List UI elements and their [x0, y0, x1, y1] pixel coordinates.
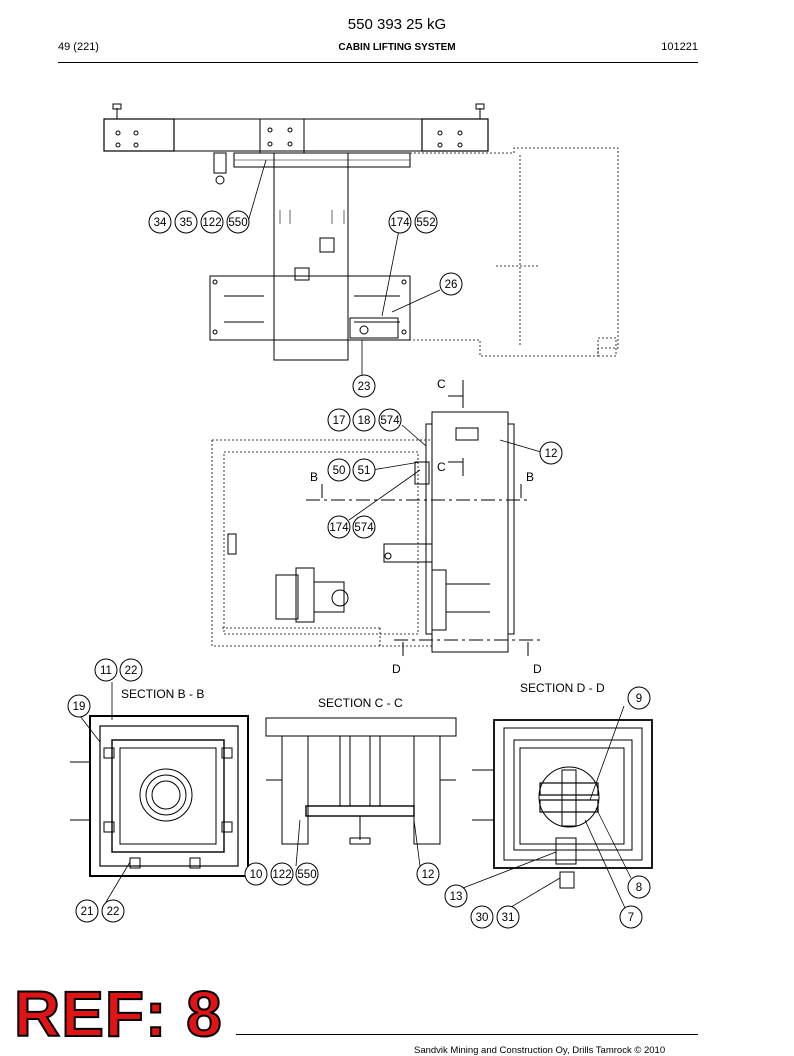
page-title: CABIN LIFTING SYSTEM — [338, 42, 456, 53]
top-view-assembly — [103, 103, 619, 361]
section-label-b-b: SECTION B - B — [121, 687, 204, 701]
callout-552: 552 — [416, 217, 435, 229]
callout-23: 23 — [358, 381, 371, 393]
callout-35: 35 — [180, 217, 193, 229]
page-number: 49 (221) — [58, 41, 99, 53]
callout-21: 21 — [81, 906, 94, 918]
section-mark-b-right: B — [526, 470, 534, 484]
callout-30: 30 — [476, 912, 489, 924]
footer-rule — [236, 1034, 698, 1035]
callout-574-b: 574 — [354, 522, 374, 534]
ref-label: REF: 8 — [13, 978, 223, 1050]
section-mark-c-bottom: C — [437, 460, 446, 474]
callout-8: 8 — [636, 882, 642, 894]
section-label-c-c: SECTION C - C — [318, 696, 403, 710]
leader-lines — [79, 159, 632, 911]
section-b-b-drawing — [70, 715, 249, 877]
callout-26: 26 — [445, 279, 458, 291]
callout-9: 9 — [636, 693, 642, 705]
callout-51: 51 — [358, 465, 371, 477]
header-rule — [58, 62, 698, 63]
callout-34: 34 — [154, 217, 167, 229]
side-view-assembly — [211, 380, 544, 656]
callout-18: 18 — [358, 415, 371, 427]
callout-10: 10 — [250, 869, 263, 881]
callout-12: 12 — [545, 448, 558, 460]
callout-22-b: 22 — [107, 906, 120, 918]
callout-174: 174 — [390, 217, 410, 229]
section-mark-d-left: D — [392, 662, 401, 676]
callout-7: 7 — [628, 912, 634, 924]
callout-122-b: 122 — [272, 869, 291, 881]
document-code: 101221 — [661, 41, 698, 53]
callout-174-b: 174 — [329, 522, 349, 534]
callout-122: 122 — [202, 217, 221, 229]
section-mark-c-top: C — [437, 377, 446, 391]
callout-11: 11 — [100, 665, 112, 677]
callout-550: 550 — [228, 217, 247, 229]
callout-31: 31 — [502, 912, 515, 924]
section-label-d-d: SECTION D - D — [520, 681, 605, 695]
footer-copyright: Sandvik Mining and Construction Oy, Dril… — [414, 1045, 666, 1056]
section-mark-b-left: B — [310, 470, 318, 484]
callout-13: 13 — [450, 891, 463, 903]
callout-50: 50 — [333, 465, 346, 477]
part-number: 550 393 25 kG — [347, 16, 447, 33]
section-c-c-drawing — [265, 717, 457, 845]
section-mark-d-right: D — [533, 662, 542, 676]
callout-12-b: 12 — [422, 869, 435, 881]
callout-22: 22 — [125, 665, 138, 677]
callout-19: 19 — [73, 701, 86, 713]
callout-550-b: 550 — [297, 869, 316, 881]
section-d-d-drawing — [472, 719, 653, 889]
callout-574: 574 — [380, 415, 400, 427]
callout-17: 17 — [333, 415, 346, 427]
